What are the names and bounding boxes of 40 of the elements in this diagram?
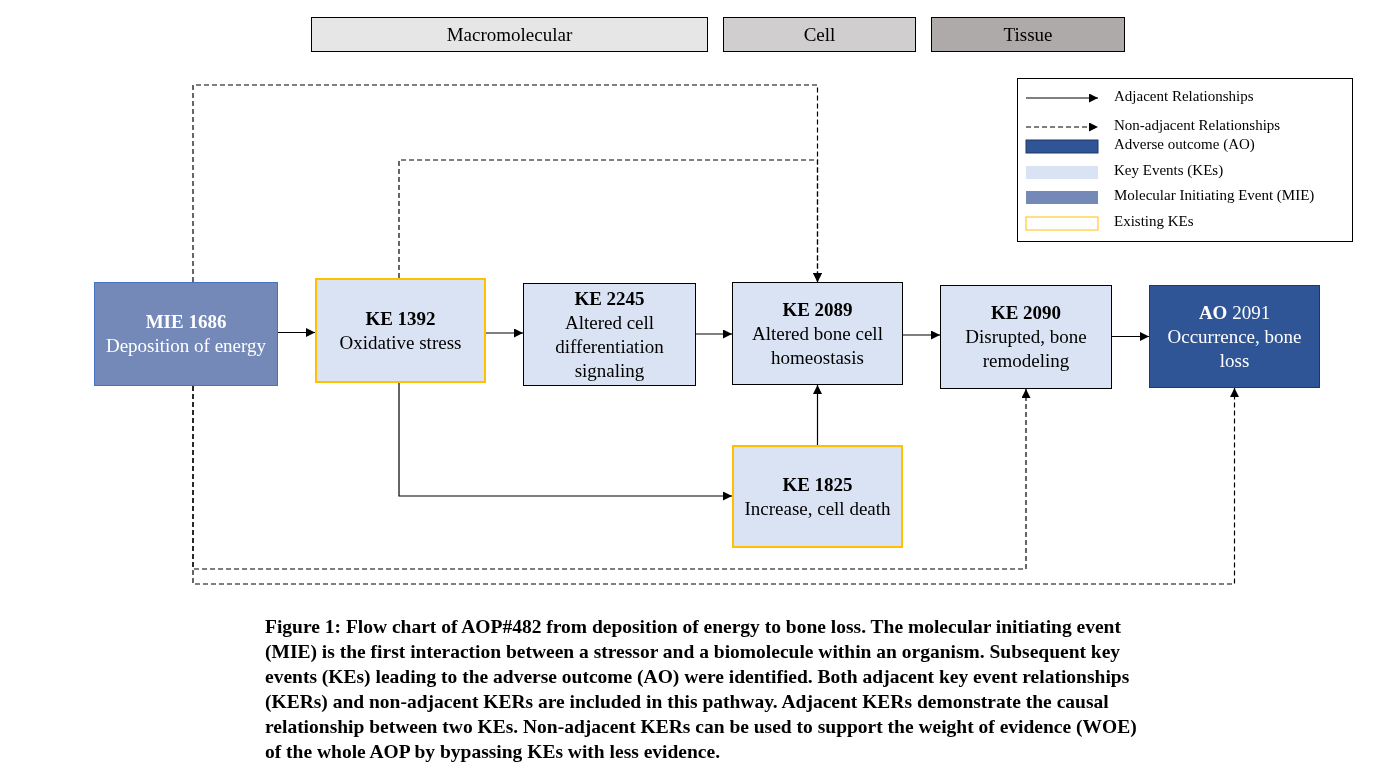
node-description: Increase, cell death	[744, 496, 891, 521]
node-title: KE 2090	[990, 301, 1062, 325]
level-band: Tissue	[931, 17, 1125, 52]
level-band: Macromolecular	[311, 17, 708, 52]
dashed-arrow	[398, 159, 822, 283]
node-title: MIE 1686	[145, 310, 227, 334]
level-band: Cell	[723, 17, 916, 52]
node-description: Disrupted, bone remodeling	[964, 325, 1088, 373]
arrow	[277, 328, 316, 337]
node-title: KE 1392	[365, 306, 436, 331]
arrow	[398, 382, 733, 501]
key-event-box	[732, 445, 903, 548]
key-event-box	[523, 283, 696, 386]
node-title: KE 1825	[782, 472, 853, 497]
node-description: Oxidative stress	[339, 330, 462, 355]
node-title: AO 2091	[1198, 300, 1271, 325]
legend-label: Molecular Initiating Event (MIE)	[1114, 187, 1315, 204]
node-description: Occurrence, bone loss	[1166, 324, 1303, 373]
node-title: KE 2245	[574, 286, 645, 311]
figure-caption: Figure 1: Flow chart of AOP#482 from deposition of energy to bone loss. The molecular initiating event (MIE) is the first interaction between a stressor and a biomolecule within an organism. Subsequent key events (KEs) leading to the adverse outcome (AO) were identified. Both adjacent key event relationships (KERs) and non-adjacent KERs are included in this pathway. Adjacent KERs demonstrate the causal relationship between two KEs. Non-adjacent KERs can be used to support the weight of evidence (WOE) of the whole AOP by bypassing KEs with less evidence.	[265, 615, 1138, 764]
mie-box	[94, 282, 278, 386]
legend-label: Existing KEs	[1114, 213, 1194, 230]
node-description: Deposition of energy	[105, 334, 267, 358]
legend-label: Adverse outcome (AO)	[1114, 136, 1255, 153]
dashed-arrow	[192, 385, 1239, 585]
legend-label: Key Events (KEs)	[1114, 162, 1224, 179]
key-event-box	[315, 278, 486, 383]
node-title: KE 2089	[782, 297, 853, 322]
legend-label: Adjacent Relationships	[1114, 88, 1254, 105]
arrow	[485, 328, 524, 338]
arrow	[902, 330, 941, 340]
adverse-outcome-box	[1149, 285, 1320, 388]
arrow	[813, 384, 822, 446]
arrow	[1111, 332, 1150, 341]
arrow	[695, 329, 733, 339]
node-description: Altered bone cell homeostasis	[751, 321, 884, 370]
key-event-box	[940, 285, 1112, 389]
node-description: Altered cell differentiation signaling	[554, 310, 665, 383]
legend-label: Non-adjacent Relationships	[1114, 117, 1281, 134]
key-event-box	[732, 282, 903, 385]
